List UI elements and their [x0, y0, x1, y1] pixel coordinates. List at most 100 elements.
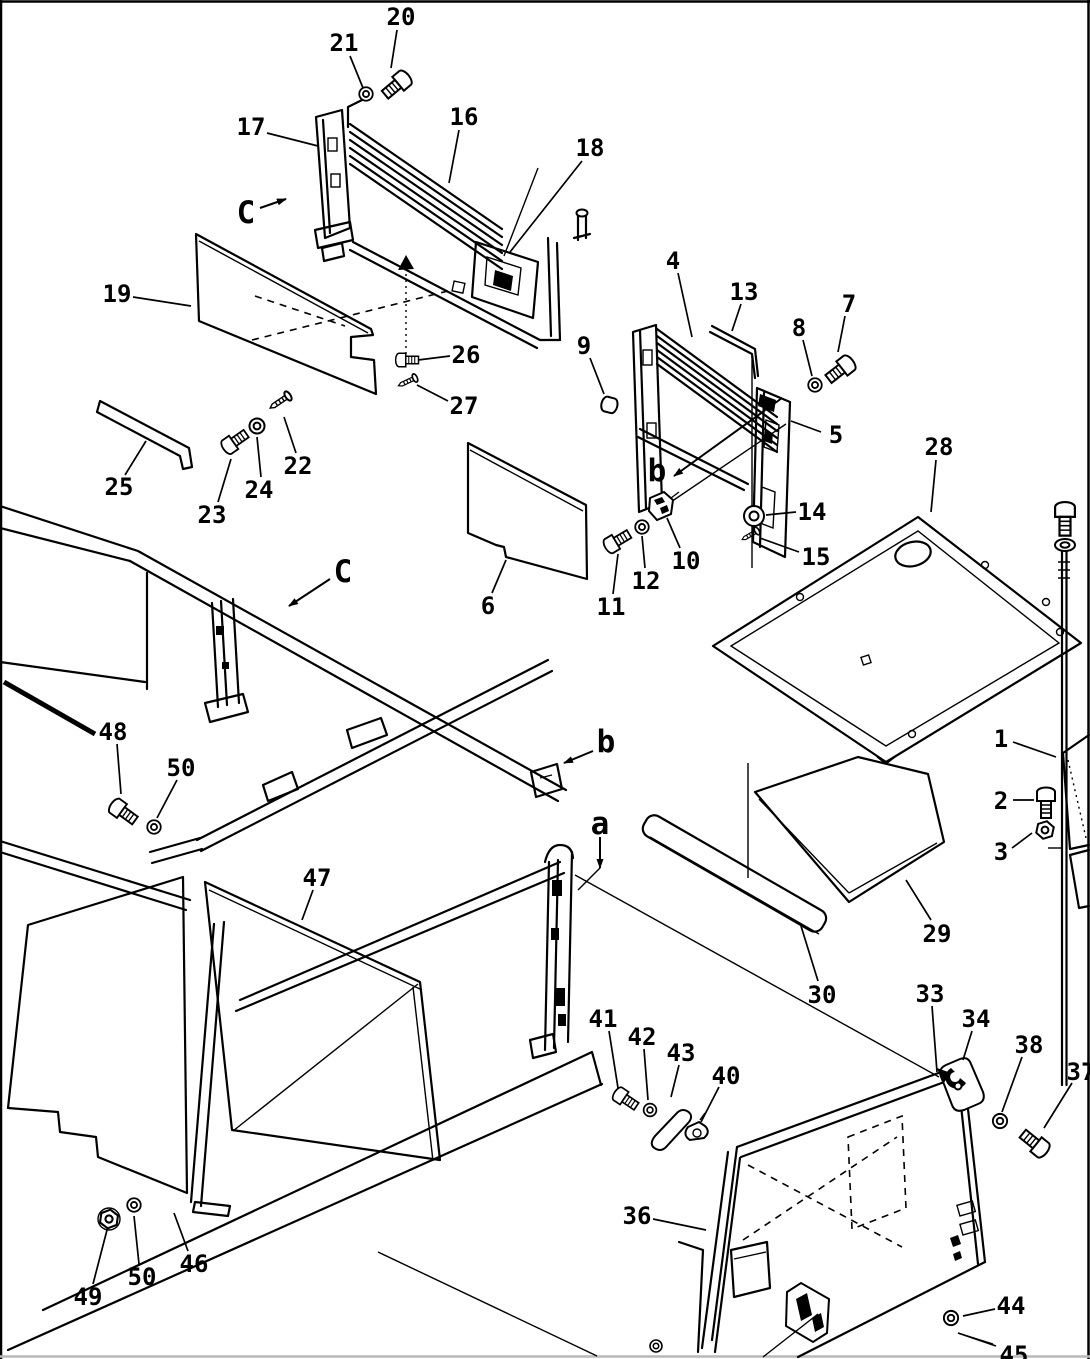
- callout-30-29: 30: [808, 981, 837, 1009]
- view-letter-b-3: b: [597, 724, 616, 760]
- view-letter-a-4: a: [591, 806, 610, 842]
- screw-22: [266, 389, 295, 414]
- leader-line-14: [765, 511, 797, 516]
- rod-top-bolt: [1053, 500, 1077, 537]
- nut-3: [1034, 818, 1056, 842]
- bolt-2: [1036, 786, 1056, 819]
- leader-line-21: [349, 55, 364, 89]
- leader-line-28: [930, 459, 937, 513]
- keeper-plate-b: [529, 762, 564, 799]
- leader-line-19: [132, 296, 192, 307]
- bolt-37: [1016, 1125, 1054, 1161]
- leader-line-42: [643, 1048, 649, 1101]
- callout-21-1: 21: [330, 29, 359, 57]
- washer-42: [642, 1102, 658, 1118]
- callout-20-0: 20: [387, 3, 416, 31]
- bolt-48: [105, 795, 141, 829]
- leader-line-37: [1043, 1082, 1073, 1129]
- leader-line-13: [731, 303, 742, 332]
- leader-line-50: [133, 1215, 140, 1265]
- leader-line-49: [92, 1229, 108, 1285]
- panel-6: [466, 441, 589, 581]
- callout-7-16: 7: [842, 290, 856, 318]
- latch-34: [937, 1057, 985, 1112]
- leader-line-9: [589, 357, 605, 395]
- view-letter-C-1: C: [334, 554, 353, 590]
- leader-line-4: [677, 272, 693, 338]
- callout-50-31: 50: [167, 754, 196, 782]
- leader-line-22: [283, 416, 297, 454]
- washer-14: [743, 505, 765, 527]
- leader-line-38: [1001, 1056, 1023, 1113]
- callout-50-46: 50: [128, 1263, 157, 1291]
- door-assembly: [609, 1057, 1054, 1359]
- panel-29: [747, 755, 946, 904]
- callout-25-8: 25: [105, 473, 134, 501]
- leader-line-48: [116, 743, 122, 795]
- leader-line-6: [491, 559, 507, 594]
- bolt-26: [394, 352, 420, 368]
- callout-27-7: 27: [450, 392, 479, 420]
- plug-9: [600, 395, 619, 415]
- callout-15-20: 15: [802, 543, 831, 571]
- view-arrow-C-1: [288, 578, 331, 607]
- screw-27: [395, 372, 420, 391]
- callout-49-45: 49: [74, 1283, 103, 1311]
- callout-29-28: 29: [923, 920, 952, 948]
- callout-45-43: 45: [1000, 1341, 1029, 1359]
- body-frame: [0, 504, 940, 1357]
- latch-10: [647, 490, 680, 522]
- callout-13-14: 13: [730, 278, 759, 306]
- washer-50-upper: [146, 819, 162, 835]
- callout-40-36: 40: [712, 1062, 741, 1090]
- panel-47: [203, 880, 442, 1162]
- rod-top-washer: [1054, 538, 1076, 552]
- leader-line-18: [509, 160, 583, 253]
- washer-12: [634, 519, 650, 535]
- leader-line-24: [256, 436, 262, 478]
- callout-3-27: 3: [994, 838, 1008, 866]
- callout-44-42: 44: [997, 1292, 1026, 1320]
- leader-line-25: [124, 440, 147, 476]
- leader-line-11: [612, 553, 619, 595]
- strip-30: [641, 814, 828, 935]
- callout-6-23: 6: [481, 592, 495, 620]
- callout-2-26: 2: [994, 787, 1008, 815]
- rod-1-group: [1034, 500, 1090, 1087]
- leader-line-12: [641, 535, 646, 569]
- hardware-49-50: [97, 1197, 142, 1231]
- callout-17-2: 17: [237, 113, 266, 141]
- leader-line-3: [1011, 832, 1033, 849]
- leader-line-23: [217, 458, 232, 503]
- callout-19-5: 19: [103, 280, 132, 308]
- leader-line-16: [448, 129, 460, 184]
- leader-line-45: [957, 1332, 997, 1347]
- view-arrow-b-3: [563, 750, 594, 764]
- callout-4-13: 4: [666, 247, 680, 275]
- callout-37-41: 37: [1067, 1058, 1090, 1086]
- callout-43-35: 43: [667, 1039, 696, 1067]
- view-arrow-b-2: [673, 397, 783, 477]
- washer-38: [991, 1112, 1009, 1130]
- leader-line-40: [700, 1086, 720, 1123]
- leader-line-30: [800, 925, 819, 982]
- callout-36-37: 36: [623, 1202, 652, 1230]
- bolt-7: [821, 352, 860, 388]
- front-post: [528, 843, 575, 1060]
- washer-8: [807, 377, 823, 393]
- bolt-41: [609, 1084, 642, 1114]
- leader-line-27: [416, 384, 449, 402]
- callout-38-40: 38: [1015, 1031, 1044, 1059]
- washer-44: [942, 1309, 960, 1327]
- leader-line-36: [652, 1218, 707, 1231]
- leader-line-50: [156, 779, 178, 819]
- view-letter-b-2: b: [648, 453, 667, 489]
- washer-24: [248, 417, 266, 435]
- callout-41-33: 41: [589, 1005, 618, 1033]
- leader-line-7: [837, 315, 846, 353]
- leader-line-46: [173, 1212, 189, 1252]
- leader-line-5: [790, 420, 822, 433]
- panel-19-group: [95, 232, 466, 471]
- leader-line-10: [666, 517, 681, 549]
